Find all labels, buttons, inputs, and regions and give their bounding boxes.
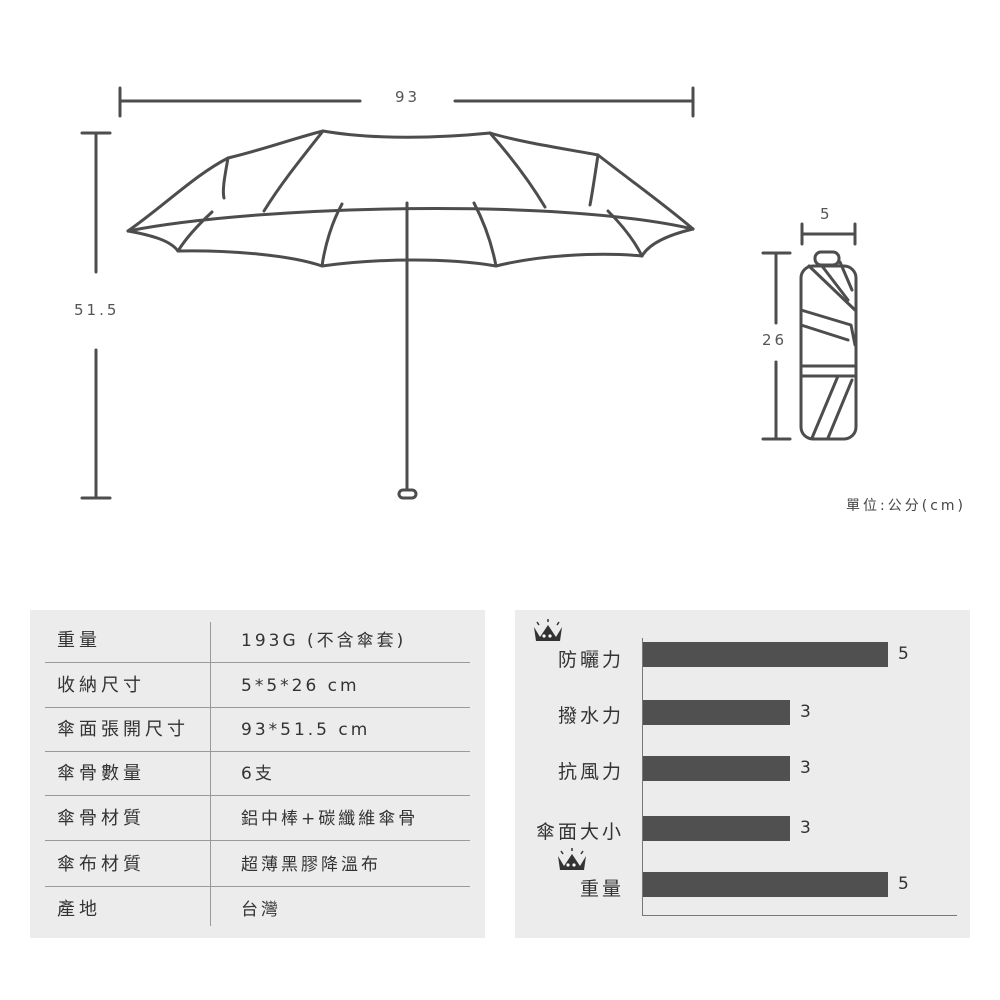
spec-key: 傘布材質: [57, 854, 145, 875]
open-width-label: 93: [395, 88, 421, 106]
spec-row-open-size: 傘面張開尺寸 93*51.5 cm: [45, 708, 470, 752]
spec-value: 鋁中棒+碳纖維傘骨: [241, 809, 419, 829]
spec-key: 產地: [57, 899, 101, 920]
rating-category-label: 抗風力: [557, 761, 624, 783]
rating-bar: [643, 700, 790, 725]
spec-row-folded-size: 收納尺寸 5*5*26 cm: [45, 664, 470, 708]
spec-value: 193G (不含傘套): [241, 631, 407, 651]
rating-value-label: 5: [898, 874, 909, 894]
spec-row-weight: 重量 193G (不含傘套): [45, 619, 470, 663]
crown-icon: [531, 619, 565, 647]
spec-key: 收納尺寸: [57, 675, 145, 696]
spec-value: 台灣: [241, 900, 281, 920]
folded-umbrella: [799, 250, 858, 441]
rating-value-label: 5: [898, 644, 909, 664]
spec-key: 傘骨數量: [57, 763, 145, 784]
rating-category-label: 防曬力: [557, 649, 624, 671]
spec-value: 超薄黑膠降溫布: [241, 855, 381, 875]
spec-value: 6支: [241, 764, 275, 784]
rating-bar: [643, 816, 790, 841]
spec-value: 93*51.5 cm: [241, 720, 371, 740]
spec-key: 傘面張開尺寸: [57, 719, 189, 740]
spec-divider: [210, 622, 211, 926]
rating-value-label: 3: [800, 702, 811, 722]
spec-row-origin: 產地 台灣: [45, 888, 470, 932]
rating-bar: [643, 872, 888, 897]
folded-length-label: 26: [762, 331, 788, 349]
rating-category-label: 重量: [579, 878, 624, 900]
folded-width-label: 5: [820, 205, 833, 223]
spec-row-rib-count: 傘骨數量 6支: [45, 752, 470, 796]
unit-note: 單位:公分(cm): [846, 498, 966, 514]
rating-value-label: 3: [800, 818, 811, 838]
rating-bar: [643, 642, 888, 667]
rating-bar: [643, 756, 790, 781]
spec-key: 重量: [57, 630, 101, 651]
rating-category-label: 撥水力: [557, 705, 624, 727]
open-height-label: 51.5: [74, 301, 120, 319]
rating-value-label: 3: [800, 758, 811, 778]
rating-category-label: 傘面大小: [535, 821, 624, 843]
umbrella-dimension-diagram: [80, 86, 858, 500]
rating-chart: 防曬力 5 撥水力 3 抗風力 3 傘面大小 3 重量 5: [515, 610, 970, 938]
spec-table: 重量 193G (不含傘套) 收納尺寸 5*5*26 cm 傘面張開尺寸 93*…: [30, 610, 485, 938]
rating-y-axis: [642, 638, 643, 916]
spec-key: 傘骨材質: [57, 808, 145, 829]
umbrella-canopy: [126, 129, 695, 233]
rating-x-axis: [642, 915, 957, 916]
spec-row-fabric: 傘布材質 超薄黑膠降溫布: [45, 843, 470, 887]
spec-row-rib-material: 傘骨材質 鋁中棒+碳纖維傘骨: [45, 797, 470, 841]
spec-value: 5*5*26 cm: [241, 676, 360, 696]
crown-icon: [555, 848, 589, 876]
